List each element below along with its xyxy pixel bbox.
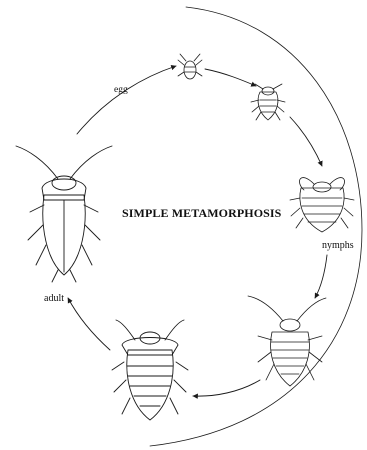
nymph-medium-illustration: [290, 178, 354, 232]
arrow-egg-to-nymph1: [205, 69, 256, 86]
egg-stage-illustration: [178, 54, 202, 79]
late-nymph-illustration: [112, 320, 188, 420]
arrow-nymph2-to-nymph3: [315, 255, 327, 298]
stage-label-adult: adult: [44, 293, 64, 304]
arrow-molt-to-adult: [68, 298, 110, 350]
stage-label-egg: egg: [114, 85, 128, 95]
adult-illustration: [16, 146, 112, 282]
nymph-large-illustration: [248, 296, 326, 386]
arrow-nymph3-to-adult-molt: [193, 380, 260, 396]
arrow-nymph1-to-nymph2: [290, 117, 322, 166]
stage-label-nymphs: nymphs: [322, 240, 354, 251]
arrow-adult-to-egg: [77, 66, 176, 134]
diagram-title: SIMPLE METAMORPHOSIS: [122, 206, 281, 221]
nymph-small-illustration: [251, 84, 285, 120]
